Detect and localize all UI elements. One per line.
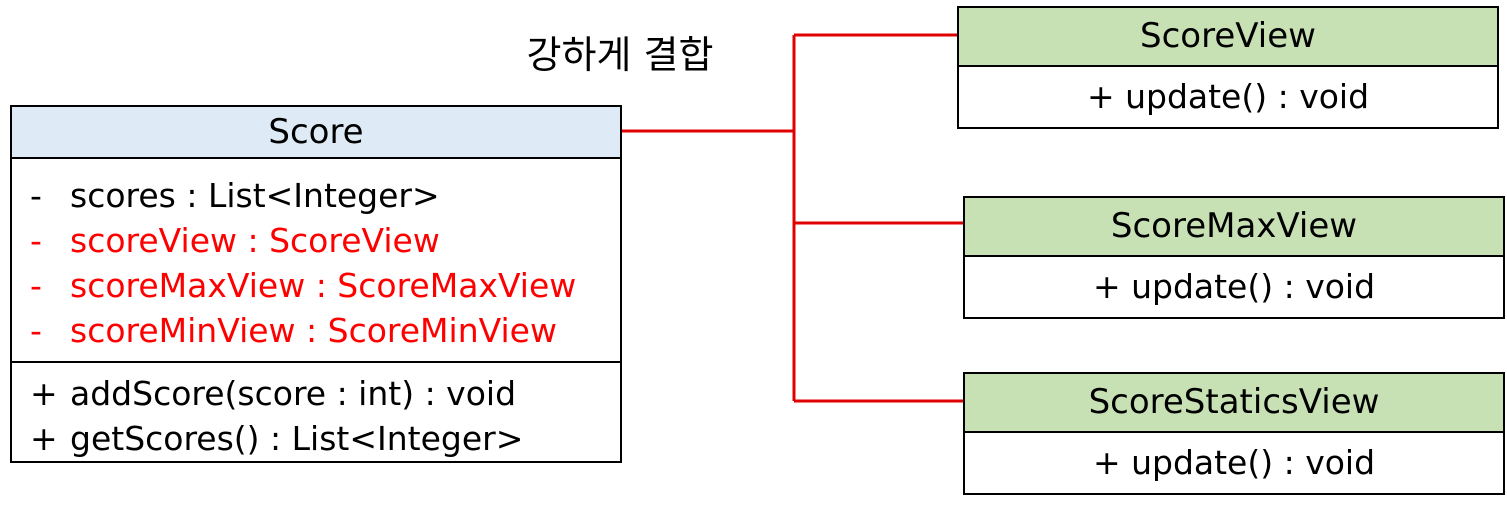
scoreview-class-box[interactable]: ScoreView + update() : void [957,6,1499,129]
attribute-row: -scoreMaxView : ScoreMaxView [30,266,577,305]
score-attributes-section: -scores : List<Integer> -scoreView : Sco… [12,159,620,363]
score-operations-section: +addScore(score : int) : void +getScores… [12,363,620,461]
operation-row: + update() : void [1092,443,1376,482]
attribute-row: -scores : List<Integer> [30,176,440,215]
operation-row: + update() : void [1092,267,1376,306]
score-class-box[interactable]: Score -scores : List<Integer> -scoreView… [10,105,622,463]
scoremaxview-operations-section: + update() : void [965,257,1503,317]
scoreview-class-name: ScoreView [959,8,1497,67]
scorestaticsview-operations-section: + update() : void [965,433,1503,493]
scoreview-operations-section: + update() : void [959,67,1497,127]
scoremaxview-class-name: ScoreMaxView [965,198,1503,257]
operation-row: +getScores() : List<Integer> [30,419,524,458]
attribute-row: -scoreMinView : ScoreMinView [30,311,557,350]
scorestaticsview-class-name: ScoreStaticsView [965,374,1503,433]
attribute-row: -scoreView : ScoreView [30,221,440,260]
operation-row: +addScore(score : int) : void [30,374,517,413]
operation-row: + update() : void [1086,77,1370,116]
score-class-name: Score [12,107,620,159]
coupling-caption: 강하게 결합 [526,33,714,77]
scorestaticsview-class-box[interactable]: ScoreStaticsView + update() : void [963,372,1505,495]
scoremaxview-class-box[interactable]: ScoreMaxView + update() : void [963,196,1505,319]
